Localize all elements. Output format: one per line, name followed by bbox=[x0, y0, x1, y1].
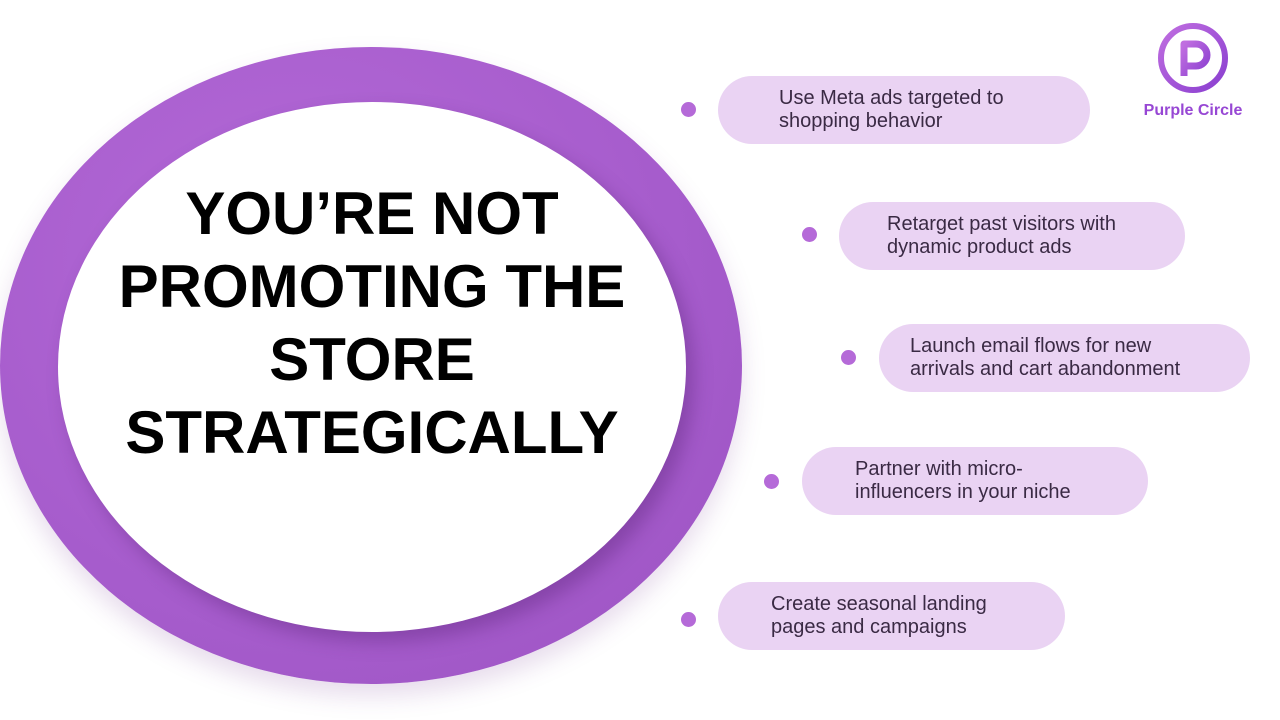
logo-wordmark: Purple Circle bbox=[1143, 102, 1243, 119]
tip-text: Use Meta ads targeted to shopping behavi… bbox=[779, 87, 1004, 132]
headline-line: YOU’RE NOT bbox=[185, 180, 559, 247]
tip-text: Partner with micro- influencers in your … bbox=[855, 458, 1071, 503]
tip-text: Retarget past visitors with dynamic prod… bbox=[887, 213, 1116, 258]
bullet-dot bbox=[841, 350, 856, 365]
tip-pill: Partner with micro- influencers in your … bbox=[802, 447, 1148, 515]
tip-pill: Retarget past visitors with dynamic prod… bbox=[839, 202, 1185, 270]
tip-text: Create seasonal landing pages and campai… bbox=[771, 593, 987, 638]
headline: YOU’RE NOT PROMOTING THE STORE STRATEGIC… bbox=[92, 177, 652, 469]
bullet-dot bbox=[681, 612, 696, 627]
headline-line: STRATEGICALLY bbox=[125, 399, 619, 466]
tip-pill: Use Meta ads targeted to shopping behavi… bbox=[718, 76, 1090, 144]
bullet-dot bbox=[681, 102, 696, 117]
headline-line: PROMOTING THE bbox=[118, 253, 626, 320]
tip-pill: Launch email flows for new arrivals and … bbox=[879, 324, 1250, 392]
bullet-dot bbox=[764, 474, 779, 489]
headline-line: STORE bbox=[269, 326, 475, 393]
tip-text: Launch email flows for new arrivals and … bbox=[910, 335, 1181, 380]
tip-pill: Create seasonal landing pages and campai… bbox=[718, 582, 1065, 650]
p-letter-circle-icon bbox=[1158, 23, 1228, 93]
bullet-dot bbox=[802, 227, 817, 242]
purple-circle-logo: Purple Circle bbox=[1138, 22, 1248, 122]
headline-circle: YOU’RE NOT PROMOTING THE STORE STRATEGIC… bbox=[58, 102, 686, 632]
